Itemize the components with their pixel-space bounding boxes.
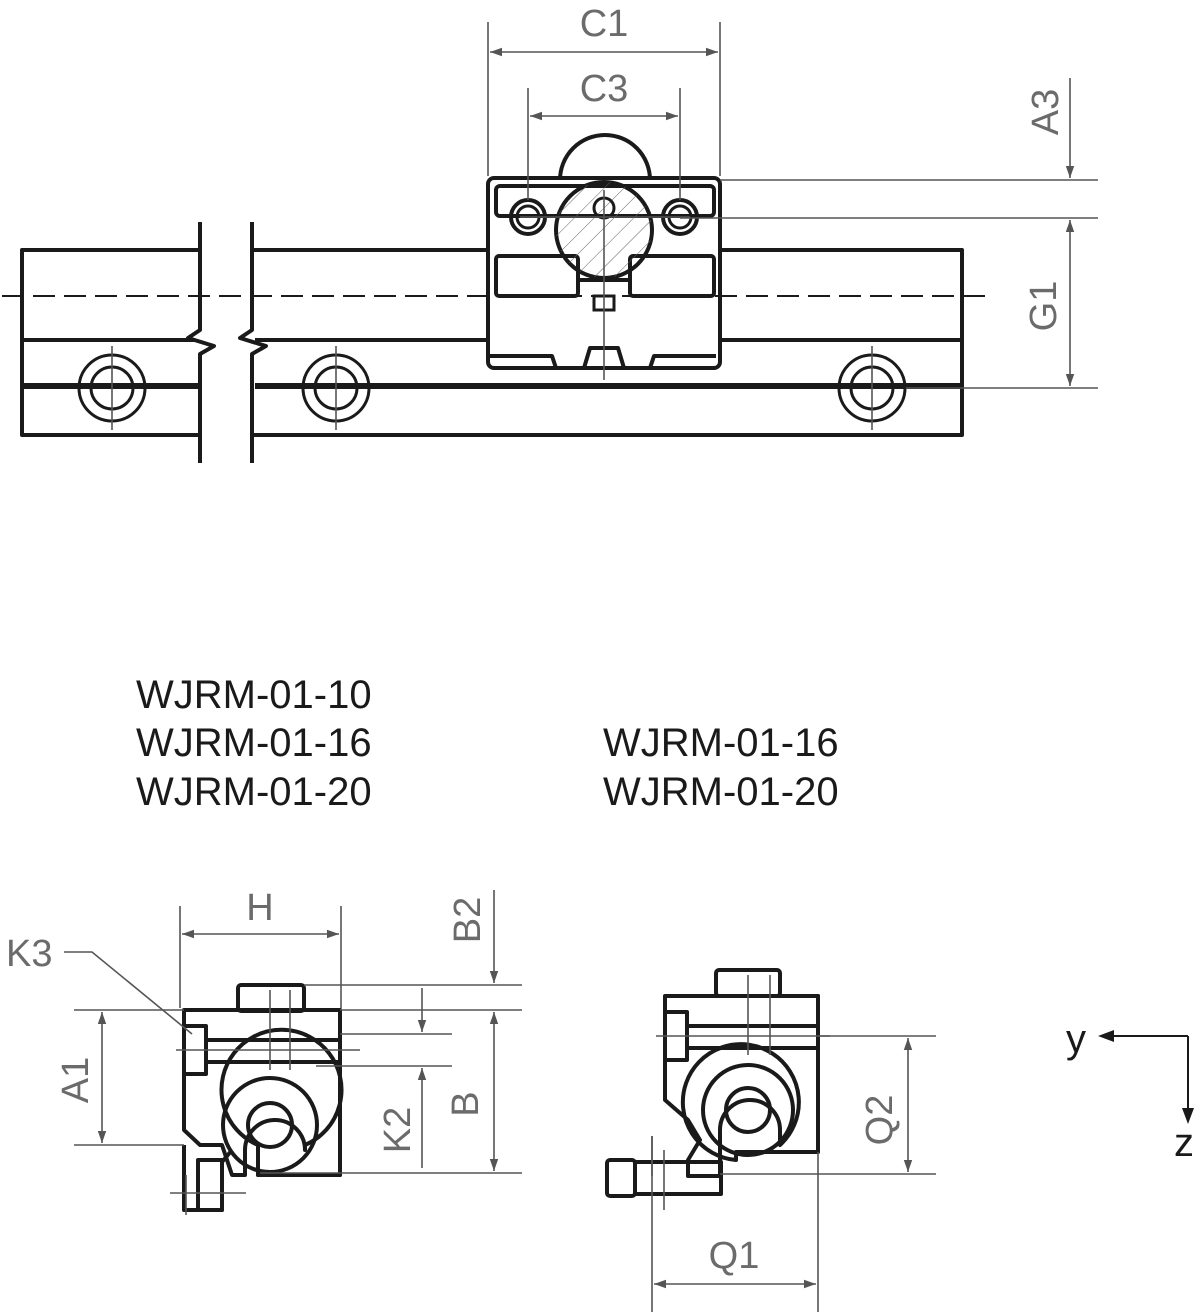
dimension-label-c3: C3: [580, 68, 629, 110]
dimension-h: H: [179, 887, 342, 1008]
dimension-q1: Q1: [651, 1136, 819, 1312]
dimension-label-a1: A1: [55, 1057, 97, 1103]
dimension-label-k3: K3: [6, 933, 52, 975]
model-list-left: WJRM-01-10 WJRM-01-16 WJRM-01-20: [136, 673, 372, 814]
dimension-label-h: H: [246, 887, 273, 929]
dimension-a3: A3: [680, 78, 1098, 219]
axis-indicator: y z: [1066, 1017, 1194, 1165]
model-list-right: WJRM-01-16 WJRM-01-20: [603, 721, 839, 814]
dimension-label-a3: A3: [1025, 89, 1067, 135]
dimension-label-g1: G1: [1023, 281, 1065, 332]
axis-label-z: z: [1174, 1121, 1194, 1165]
model-label: WJRM-01-16: [136, 721, 372, 765]
top-view: C1 C3 A3 G1: [2, 3, 1098, 463]
dimension-k2: K2: [316, 988, 452, 1168]
rail-hole: [837, 346, 907, 430]
model-label: WJRM-01-10: [136, 673, 372, 717]
dimension-b2: B2: [304, 890, 522, 1011]
section-view-left: [170, 983, 360, 1215]
dimension-label-b: B: [445, 1091, 487, 1116]
rail-left-segment: [20, 222, 216, 463]
dimension-label-b2: B2: [447, 897, 489, 943]
model-label: WJRM-01-20: [136, 770, 372, 814]
dimension-c3: C3: [527, 68, 681, 200]
axis-label-y: y: [1066, 1017, 1086, 1061]
dimension-a1: A1: [55, 1009, 184, 1146]
dimension-g1: G1: [906, 220, 1098, 389]
dimension-c1: C1: [487, 3, 721, 176]
model-label: WJRM-01-16: [603, 721, 839, 765]
dimension-label-k2: K2: [377, 1107, 419, 1153]
section-view-right: [605, 968, 830, 1210]
dimension-b: B: [260, 1012, 522, 1174]
model-label: WJRM-01-20: [603, 770, 839, 814]
dimension-label-c1: C1: [580, 3, 629, 45]
dimension-label-q2: Q2: [859, 1095, 901, 1146]
rail-hole: [77, 346, 147, 430]
carriage: [486, 133, 722, 380]
rail-hole: [301, 346, 371, 430]
dimension-q2: Q2: [720, 1035, 936, 1175]
rail-right-segment: [238, 222, 964, 463]
dimension-label-q1: Q1: [709, 1235, 760, 1277]
dimension-k3: K3: [6, 933, 193, 1035]
